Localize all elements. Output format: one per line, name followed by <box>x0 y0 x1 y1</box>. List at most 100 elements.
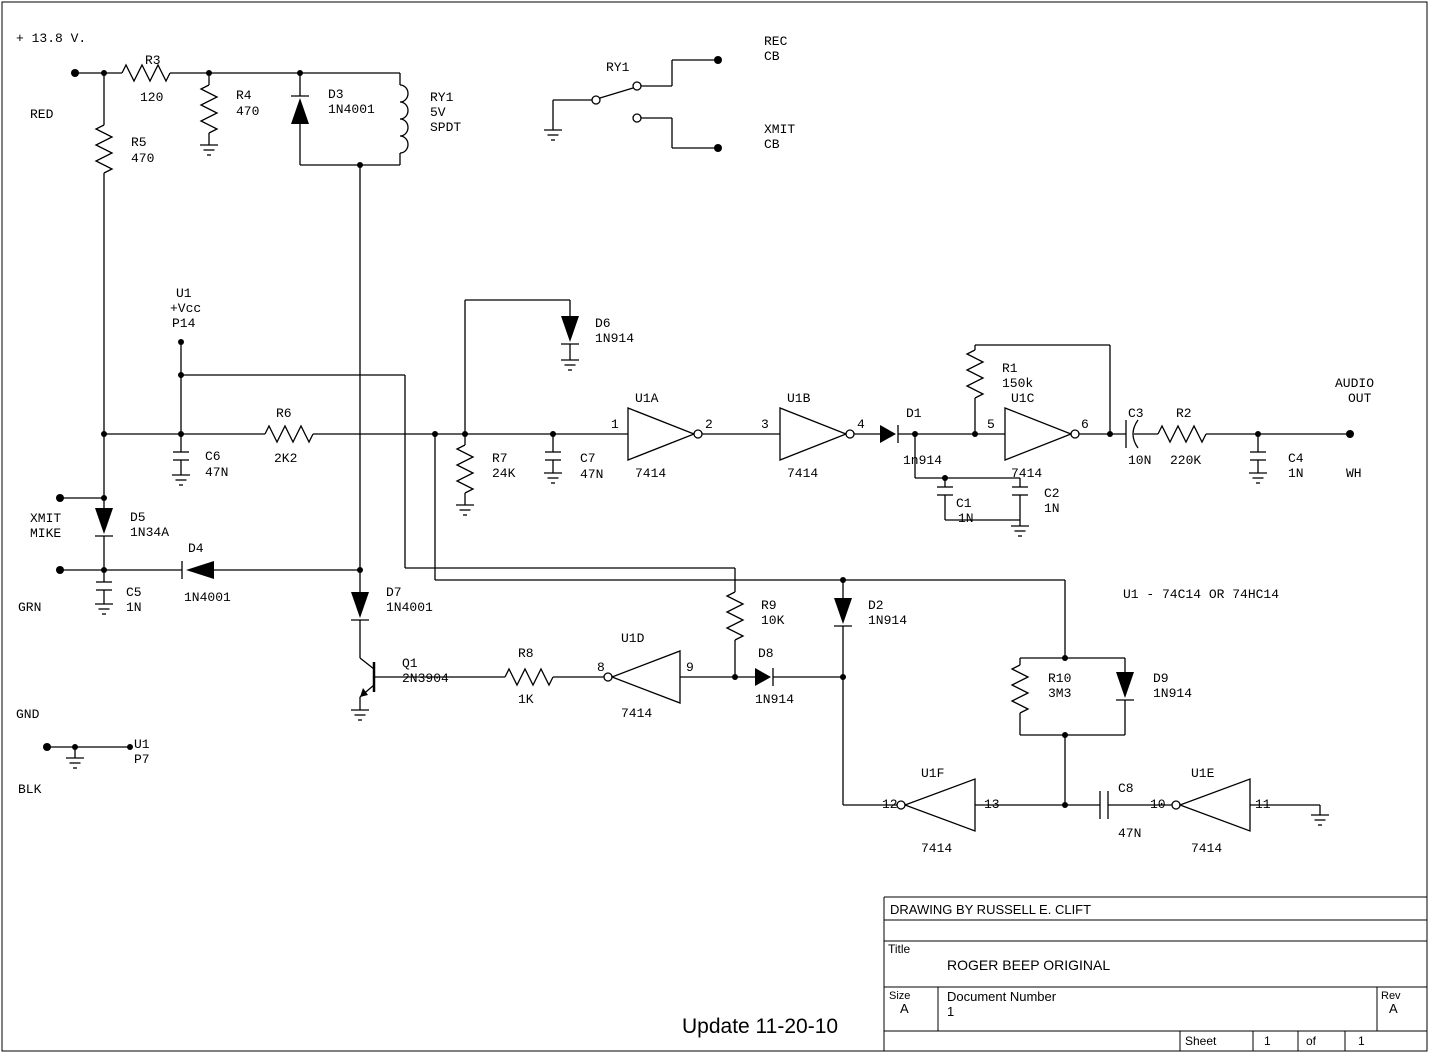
label-R7-ref: R7 <box>492 451 508 466</box>
capacitors <box>96 419 1266 819</box>
ground-icon <box>199 144 219 156</box>
diodes <box>95 95 1134 701</box>
drawing-by: DRAWING BY RUSSELL E. CLIFT <box>890 902 1091 917</box>
terminal-grn <box>56 566 64 574</box>
label-u1-ground-ref: U1 <box>134 737 150 752</box>
resistor-R8 <box>504 667 554 687</box>
diode-D3 <box>291 95 309 124</box>
update-note: Update 11-20-10 <box>682 1015 838 1038</box>
label-C7-ref: C7 <box>580 451 596 466</box>
capacitor-C4 <box>1250 451 1266 461</box>
ground-icon <box>171 474 191 486</box>
resistor-R10 <box>1010 664 1030 714</box>
label-xmit-line2: CB <box>764 137 780 152</box>
label-U1B-pin-in: 3 <box>761 417 769 432</box>
label-R3-value: 120 <box>140 90 163 105</box>
label-R6-ref: R6 <box>276 406 292 421</box>
label-blk: BLK <box>18 782 42 797</box>
label-C2-value: 1N <box>1044 501 1060 516</box>
resistor-R4 <box>199 84 219 134</box>
sheet-of-label: of <box>1306 1034 1317 1048</box>
diode-D2 <box>834 598 852 627</box>
label-D7-value: 1N4001 <box>386 600 433 615</box>
label-rec-line2: CB <box>764 49 780 64</box>
resistor-R9 <box>725 591 745 641</box>
diode-D1 <box>880 425 899 443</box>
schematic-labels: + 13.8 V. RED R3 120 R4 470 R5 470 D3 1N… <box>16 31 1374 856</box>
size-label: Size <box>889 990 910 1002</box>
label-D3-value: 1N4001 <box>328 102 375 117</box>
label-U1D-ref: U1D <box>621 631 645 646</box>
label-R10-ref: R10 <box>1048 671 1071 686</box>
gate-U1D <box>603 650 681 704</box>
resistors <box>94 63 1207 714</box>
resistor-R6 <box>264 424 314 444</box>
label-C8-value: 47N <box>1118 826 1141 841</box>
label-C3-ref: C3 <box>1128 406 1144 421</box>
label-U1B-ref: U1B <box>787 391 811 406</box>
label-D9-value: 1N914 <box>1153 686 1192 701</box>
capacitor-C2 <box>1012 486 1028 496</box>
resistor-R2 <box>1157 424 1207 444</box>
ground-icon <box>1248 472 1268 484</box>
sheet-number: 1 <box>1264 1034 1271 1048</box>
label-R4-ref: R4 <box>236 88 252 103</box>
rev-label: Rev <box>1381 990 1401 1002</box>
gate-U1B <box>779 407 855 461</box>
label-U1C-pin-out: 6 <box>1081 417 1089 432</box>
label-gnd: GND <box>16 707 40 722</box>
label-D8-ref: D8 <box>758 646 774 661</box>
capacitor-C1 <box>937 486 953 496</box>
label-C6-ref: C6 <box>205 449 221 464</box>
diode-D4 <box>181 561 214 579</box>
label-audio-line2: OUT <box>1348 391 1372 406</box>
label-grn: GRN <box>18 600 41 615</box>
label-rec-line1: REC <box>764 34 788 49</box>
label-D6-ref: D6 <box>595 316 611 331</box>
ground-icon <box>543 129 563 141</box>
label-U1A-pin-out: 2 <box>705 417 713 432</box>
junction-dots <box>72 70 1261 808</box>
capacitor-C7 <box>545 451 561 461</box>
label-C1-value: 1N <box>958 511 974 526</box>
drawing-title: ROGER BEEP ORIGINAL <box>947 957 1110 973</box>
label-mike-line1: XMIT <box>30 511 61 526</box>
label-Q1-ref: Q1 <box>402 656 418 671</box>
relay-pole-contact <box>591 95 601 105</box>
ic-substitution-note: U1 - 74C14 OR 74HC14 <box>1123 587 1279 602</box>
diode-D5 <box>95 508 113 537</box>
label-audio-line1: AUDIO <box>1335 376 1374 391</box>
gate-U1F <box>896 778 976 832</box>
label-C5-ref: C5 <box>126 585 142 600</box>
label-U1D-pin-out: 8 <box>597 660 605 675</box>
label-R1-ref: R1 <box>1002 361 1018 376</box>
supply-voltage-label: + 13.8 V. <box>16 31 86 46</box>
ground-icon <box>1310 814 1330 826</box>
gate-U1E <box>1171 778 1251 832</box>
relay-rec-contact <box>632 81 642 91</box>
label-D5-ref: D5 <box>130 510 146 525</box>
label-D4-ref: D4 <box>188 541 204 556</box>
capacitor-C5 <box>96 581 112 591</box>
label-C3-value: 10N <box>1128 453 1151 468</box>
ground-icon <box>1010 525 1030 537</box>
label-C4-ref: C4 <box>1288 451 1304 466</box>
label-R9-value: 10K <box>761 613 785 628</box>
label-u1-power-ref: U1 <box>176 286 192 301</box>
terminal-xmit-mike <box>56 494 64 502</box>
capacitor-C8 <box>1099 791 1109 819</box>
label-U1F-pin-in: 13 <box>984 797 1000 812</box>
label-R5-value: 470 <box>131 151 154 166</box>
relay-xmit-contact <box>632 113 642 123</box>
label-U1A-pin-in: 1 <box>611 417 619 432</box>
ground-icon <box>65 757 85 769</box>
label-D7-ref: D7 <box>386 585 402 600</box>
label-R2-ref: R2 <box>1176 406 1192 421</box>
label-U1F-ref: U1F <box>921 766 944 781</box>
label-u1-ground-pin: P7 <box>134 752 150 767</box>
ground-icon <box>350 709 370 721</box>
label-RY1-ref: RY1 <box>430 90 454 105</box>
label-mike-line2: MIKE <box>30 526 61 541</box>
label-U1D-pin-in: 9 <box>686 660 694 675</box>
